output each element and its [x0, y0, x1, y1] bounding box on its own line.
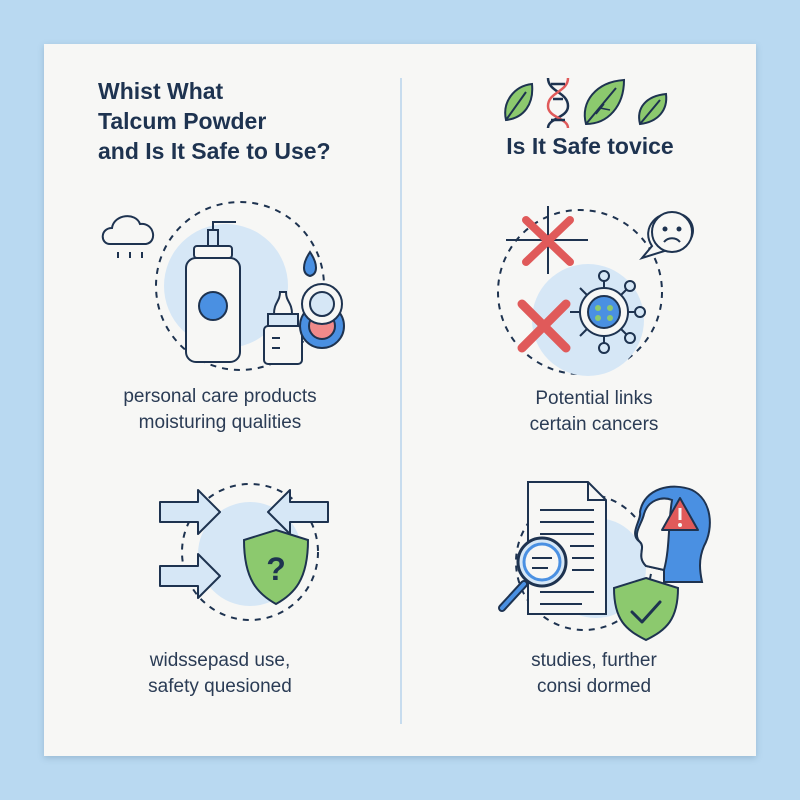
left-caption-2-line1: widssepasd use,	[149, 650, 291, 671]
personal-care-illustration	[101, 201, 345, 371]
left-title-line1: Whist What	[98, 78, 224, 104]
right-caption-2-line1: studies, further	[531, 650, 657, 671]
left-caption-1-line1: personal care products	[123, 386, 317, 407]
left-caption-2: widssepasd use, safety quesioned	[70, 648, 370, 700]
cloud-icon	[101, 215, 155, 258]
magnifier-icon	[498, 536, 568, 612]
leaf-icon	[583, 78, 626, 126]
arrows-icon	[159, 489, 329, 599]
leaf-icon	[638, 92, 668, 126]
studies-illustration	[498, 481, 711, 642]
shield-check-icon	[612, 576, 680, 642]
leaf-icon	[504, 82, 534, 122]
compact-icon	[299, 283, 345, 349]
water-drop-icon	[303, 250, 317, 278]
right-caption-2-line2: consi dormed	[536, 676, 652, 697]
cross-mark-icon	[506, 206, 588, 274]
lotion-bottle-icon	[185, 221, 241, 363]
column-divider	[400, 78, 402, 724]
left-title-line3: and Is It Safe to Use?	[98, 138, 331, 164]
virus-cell-icon	[570, 270, 646, 354]
head-warning-icon	[634, 485, 711, 583]
left-caption-2-line2: safety quesioned	[148, 676, 292, 697]
shield-question-icon: ?	[242, 528, 310, 606]
header-icons	[504, 77, 668, 129]
right-caption-1-line1: Potential links	[535, 388, 653, 409]
svg-text:?: ?	[266, 551, 286, 587]
left-title: Whist What Talcum Powder and Is It Safe …	[98, 76, 388, 166]
baby-bottle-icon	[263, 291, 303, 365]
left-caption-1-line2: moisturing qualities	[138, 412, 302, 433]
right-caption-1: Potential links certain cancers	[444, 386, 744, 438]
left-title-line2: Talcum Powder	[98, 108, 267, 134]
sad-face-icon	[639, 211, 694, 260]
widespread-use-illustration: ?	[159, 483, 329, 621]
right-caption-2: studies, further consi dormed	[444, 648, 744, 700]
cross-mark-icon	[517, 299, 571, 353]
right-title: Is It Safe tovice	[506, 133, 674, 159]
dna-icon	[546, 77, 570, 129]
right-caption-1-line2: certain cancers	[529, 414, 659, 435]
infographic-card: Whist What Talcum Powder and Is It Safe …	[44, 44, 756, 756]
left-caption-1: personal care products moisturing qualit…	[70, 384, 370, 436]
cancer-risk-illustration	[497, 206, 694, 376]
